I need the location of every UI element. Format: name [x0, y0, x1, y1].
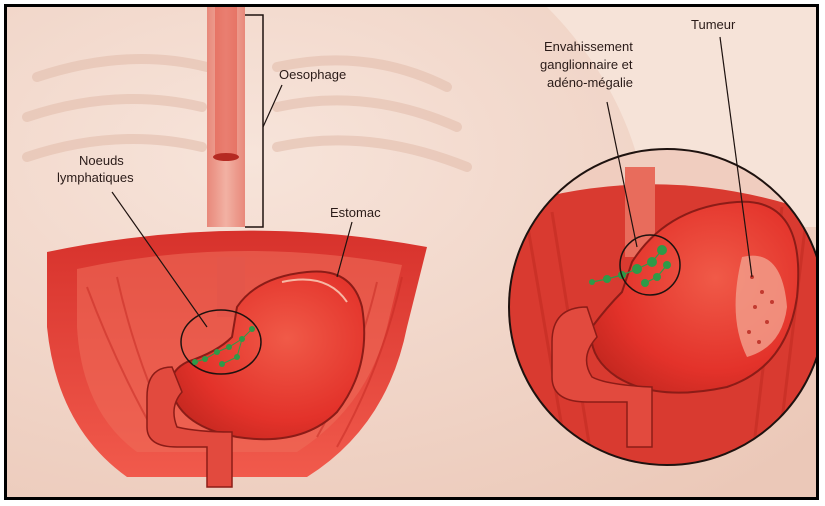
label-envahissement-line1: Envahissement [544, 39, 633, 54]
label-estomac: Estomac [330, 205, 381, 220]
esophagus-inner [215, 7, 237, 157]
label-envahissement-line3: adéno-mégalie [547, 75, 633, 90]
label-noeuds-line1: Noeuds [79, 153, 124, 168]
label-noeuds-line2: lymphatiques [57, 170, 134, 185]
label-oesophage: Oesophage [279, 67, 346, 82]
label-envahissement-line2: ganglionnaire et [540, 57, 633, 72]
label-tumeur: Tumeur [691, 17, 736, 32]
illustration-frame: Oesophage Noeuds lymphatiques Estomac En… [4, 4, 819, 500]
esophagus-cut [213, 153, 239, 161]
stomach-anatomy-illustration: Oesophage Noeuds lymphatiques Estomac En… [7, 7, 819, 500]
